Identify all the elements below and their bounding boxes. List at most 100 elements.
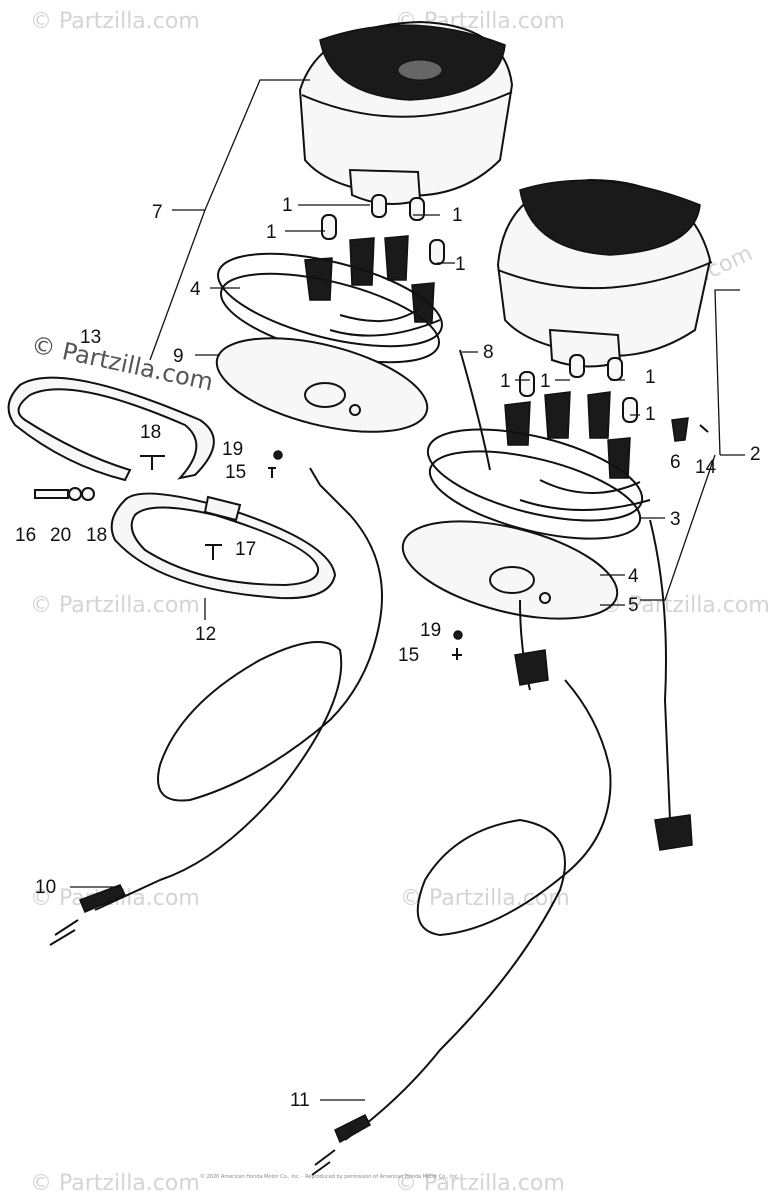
watermark: © Partzilla.com (30, 593, 200, 618)
callout-18: 18 (86, 525, 107, 546)
bulb (409, 197, 425, 221)
screw (452, 648, 462, 660)
callout-1: 1 (645, 404, 656, 425)
callout-19: 19 (420, 620, 441, 641)
cushion-hole (489, 566, 535, 594)
leader-4-9-8 (195, 287, 478, 356)
callout-7: 7 (152, 202, 163, 223)
speedometer-rim (301, 91, 513, 118)
harness-wires (519, 479, 651, 511)
washer (81, 487, 95, 501)
washer (68, 487, 82, 501)
bulb-socket (587, 391, 611, 439)
callout-1: 1 (645, 367, 656, 388)
speedometer-assembly (298, 20, 514, 205)
callouts: 1 1 1 1 1 1 1 1 2 3 4 4 5 6 7 8 9 10 11 … (15, 195, 761, 1111)
watermark: © Partzilla.com (395, 1171, 565, 1196)
callout-3: 3 (670, 509, 681, 530)
bulb-socket-small (671, 417, 689, 442)
leader-1-top (285, 204, 455, 264)
callout-4: 4 (190, 279, 201, 300)
callout-1: 1 (500, 371, 511, 392)
cable-end (334, 1113, 371, 1144)
speedometer-bulbs (304, 194, 445, 323)
tachometer-face (519, 179, 701, 256)
cables (49, 349, 693, 1176)
bolt (34, 489, 69, 499)
tachometer-cable (344, 679, 612, 1141)
callout-13: 13 (80, 327, 101, 348)
tachometer-bulbs (504, 354, 638, 479)
watermark: © Partzilla.com (400, 886, 570, 911)
small-parts (34, 417, 709, 660)
bulb-socket (384, 235, 409, 281)
screw (205, 544, 222, 560)
cushion-hole (304, 382, 346, 408)
callout-20: 20 (50, 525, 71, 546)
rubber-cushion (215, 337, 429, 433)
callout-12: 12 (195, 624, 216, 645)
callout-4: 4 (628, 566, 639, 587)
tachometer-rim (497, 261, 713, 290)
watermark: © Partzilla.com (30, 9, 200, 34)
bulb (371, 194, 387, 218)
tachometer-harness (649, 519, 671, 821)
cushion-small-hole (539, 592, 551, 604)
leader-7 (172, 79, 310, 211)
bulb (519, 371, 535, 397)
washer (453, 630, 463, 640)
tachometer-assembly (496, 178, 713, 368)
bulb (429, 239, 445, 265)
bulb (569, 354, 585, 378)
leader-lines (70, 79, 745, 1101)
washer (273, 450, 283, 460)
harness-wires (329, 307, 441, 337)
leader-2 (640, 289, 745, 601)
bulb (321, 214, 337, 240)
cable-tip (49, 919, 79, 946)
bulb-socket (607, 437, 631, 479)
connector (654, 814, 693, 851)
bulb-socket (349, 237, 375, 286)
callout-8: 8 (483, 342, 494, 363)
pin (699, 424, 709, 433)
mounting-bands (7, 376, 337, 600)
speedometer-cable (94, 467, 383, 911)
callout-1: 1 (540, 371, 551, 392)
connector (514, 649, 549, 686)
tachometer-case (401, 428, 651, 620)
callout-2: 2 (750, 444, 761, 465)
leader-7-lower (149, 209, 206, 361)
callout-11: 11 (290, 1090, 310, 1111)
bulb-socket (544, 391, 571, 439)
case-ring (217, 252, 443, 348)
cable-end (79, 884, 127, 913)
callout-15: 15 (225, 462, 246, 483)
leader-1-right (515, 379, 640, 416)
callout-1: 1 (452, 205, 463, 226)
callout-18: 18 (140, 422, 161, 443)
upper-band (7, 376, 215, 482)
callout-5: 5 (628, 595, 639, 616)
callout-9: 9 (173, 346, 184, 367)
callout-10: 10 (35, 877, 56, 898)
callout-1: 1 (455, 254, 466, 275)
callout-6: 6 (670, 452, 681, 473)
watermark: © Partzilla.com (600, 593, 770, 618)
callout-17: 17 (235, 539, 256, 560)
copyright-footer: © 2020 American Honda Motor Co., Inc. · … (200, 1173, 459, 1180)
watermark: © Partzilla.com (30, 1171, 200, 1196)
bulb-socket (504, 401, 531, 446)
speedometer-hub (397, 59, 443, 81)
callout-14: 14 (695, 457, 717, 478)
rubber-cushion (401, 520, 619, 620)
bulb (622, 397, 638, 423)
callout-15: 15 (398, 645, 419, 666)
bulb-socket (411, 282, 435, 323)
screw (140, 455, 165, 470)
callout-1: 1 (282, 195, 293, 216)
callout-16: 16 (15, 525, 36, 546)
callout-1: 1 (266, 222, 277, 243)
